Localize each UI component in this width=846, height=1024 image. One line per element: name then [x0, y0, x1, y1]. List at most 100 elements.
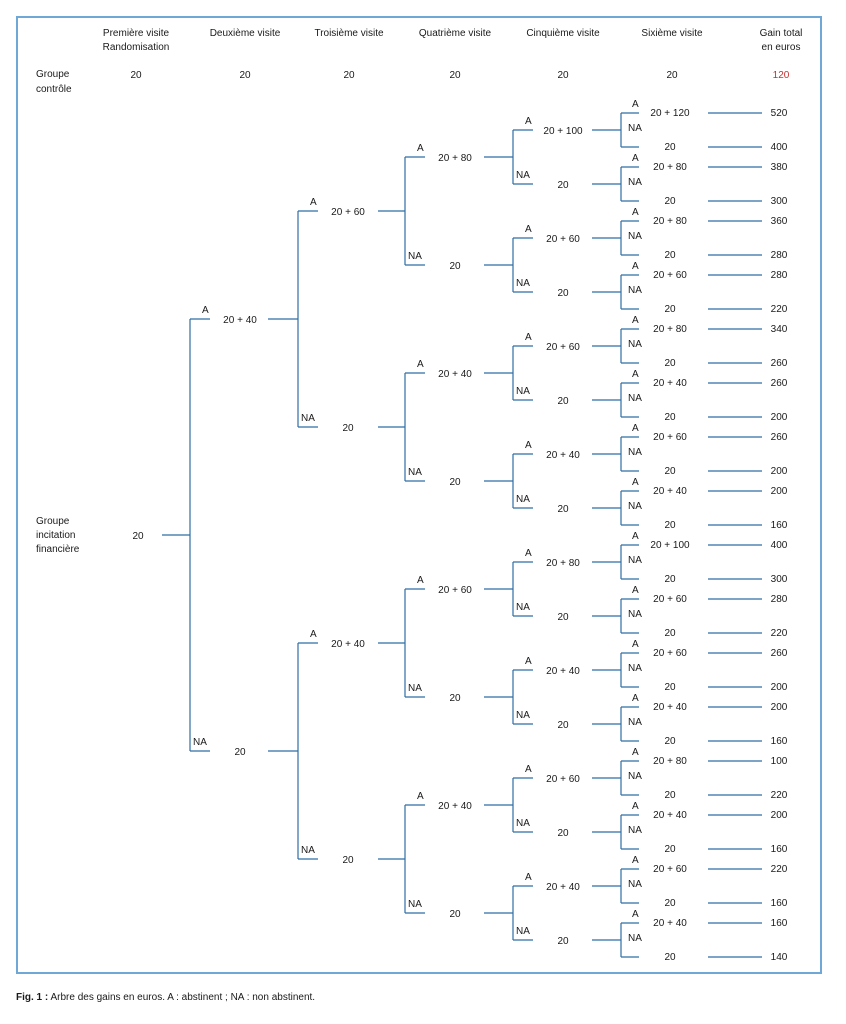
node-value: 20 + 40 — [546, 450, 580, 461]
header-total-gain: Gain total — [760, 28, 803, 39]
branch-label-na: NA — [628, 555, 642, 566]
branch-label-a: A — [632, 909, 639, 920]
branch-label-a: A — [632, 261, 639, 272]
leaf-total: 280 — [771, 270, 788, 281]
leaf-value: 20 — [664, 628, 676, 639]
header-visit-1: Première visite — [103, 28, 170, 39]
leaf-total: 280 — [771, 250, 788, 261]
leaf-total: 200 — [771, 466, 788, 477]
leaf-value: 20 + 40 — [653, 810, 687, 821]
branch-label-na: NA — [628, 717, 642, 728]
leaf-total: 380 — [771, 162, 788, 173]
branch-label-na: NA — [628, 825, 642, 836]
group-control-label: Groupe — [36, 69, 70, 80]
branch-label-na: NA — [193, 737, 207, 748]
leaf-total: 200 — [771, 486, 788, 497]
branch-label-na: NA — [516, 818, 530, 829]
leaf-total: 160 — [771, 844, 788, 855]
leaf-value: 20 — [664, 736, 676, 747]
node-value: 20 — [449, 693, 461, 704]
leaf-value: 20 + 80 — [653, 756, 687, 767]
leaf-total: 220 — [771, 790, 788, 801]
branch-label-a: A — [525, 224, 532, 235]
header-visit-2: Deuxième visite — [210, 28, 281, 39]
group-incentive-label: Groupe — [36, 516, 70, 527]
branch-label-na: NA — [516, 602, 530, 613]
branch-label-na: NA — [408, 683, 422, 694]
branch-label-a: A — [525, 764, 532, 775]
branch-label-a: A — [632, 585, 639, 596]
caption-text: Arbre des gains en euros. A : abstinent … — [48, 992, 316, 1003]
node-value: 20 — [557, 396, 569, 407]
node-value: 20 — [342, 423, 354, 434]
leaf-total: 160 — [771, 520, 788, 531]
node-value: 20 + 60 — [438, 585, 472, 596]
branch-label-a: A — [632, 153, 639, 164]
leaf-value: 20 — [664, 844, 676, 855]
branch-label-a: A — [525, 332, 532, 343]
leaf-value: 20 + 60 — [653, 648, 687, 659]
branch-label-a: A — [525, 872, 532, 883]
branch-label-a: A — [632, 639, 639, 650]
leaf-total: 160 — [771, 736, 788, 747]
node-value: 20 — [449, 477, 461, 488]
group-control-label: contrôle — [36, 84, 72, 95]
leaf-total: 260 — [771, 432, 788, 443]
branch-label-a: A — [632, 801, 639, 812]
branch-label-na: NA — [628, 447, 642, 458]
node-value: 20 + 40 — [546, 666, 580, 677]
tree-lines — [162, 112, 762, 958]
node-value: 20 + 60 — [546, 342, 580, 353]
branch-label-na: NA — [628, 231, 642, 242]
leaf-value: 20 — [664, 466, 676, 477]
branch-label-na: NA — [516, 278, 530, 289]
control-value: 20 — [239, 70, 251, 81]
branch-label-a: A — [525, 656, 532, 667]
header-visit-5: Cinquième visite — [526, 28, 600, 39]
leaf-total: 140 — [771, 952, 788, 963]
branch-label-a: A — [632, 693, 639, 704]
leaf-total: 160 — [771, 918, 788, 929]
branch-label-na: NA — [301, 845, 315, 856]
leaf-value: 20 — [664, 304, 676, 315]
node-value: 20 — [557, 828, 569, 839]
branch-label-na: NA — [516, 710, 530, 721]
node-value: 20 — [557, 504, 569, 515]
leaf-value: 20 + 40 — [653, 486, 687, 497]
branch-label-a: A — [632, 99, 639, 110]
leaf-value: 20 — [664, 520, 676, 531]
node-value: 20 + 100 — [543, 126, 583, 137]
leaf-total: 340 — [771, 324, 788, 335]
tree-root-value: 20 — [132, 531, 144, 542]
leaf-total: 220 — [771, 628, 788, 639]
branch-label-a: A — [310, 629, 317, 640]
leaf-value: 20 — [664, 358, 676, 369]
leaf-total: 200 — [771, 412, 788, 423]
figure-caption: Fig. 1 : Arbre des gains en euros. A : a… — [16, 992, 315, 1003]
node-value: 20 — [234, 747, 246, 758]
branch-label-na: NA — [301, 413, 315, 424]
leaf-value: 20 — [664, 682, 676, 693]
leaf-total: 220 — [771, 864, 788, 875]
branch-label-na: NA — [408, 251, 422, 262]
leaf-value: 20 — [664, 142, 676, 153]
branch-label-a: A — [632, 531, 639, 542]
leaf-value: 20 + 80 — [653, 162, 687, 173]
header-visit-6: Sixième visite — [641, 28, 703, 39]
branch-label-a: A — [525, 548, 532, 559]
leaf-total: 260 — [771, 648, 788, 659]
control-value: 20 — [130, 70, 142, 81]
leaf-value: 20 + 40 — [653, 702, 687, 713]
branch-label-na: NA — [628, 663, 642, 674]
leaf-total: 200 — [771, 682, 788, 693]
branch-label-a: A — [632, 207, 639, 218]
leaf-total: 280 — [771, 594, 788, 605]
branch-label-a: A — [632, 369, 639, 380]
leaf-total: 300 — [771, 574, 788, 585]
branch-label-na: NA — [408, 899, 422, 910]
branch-label-a: A — [310, 197, 317, 208]
control-value: 20 — [666, 70, 678, 81]
